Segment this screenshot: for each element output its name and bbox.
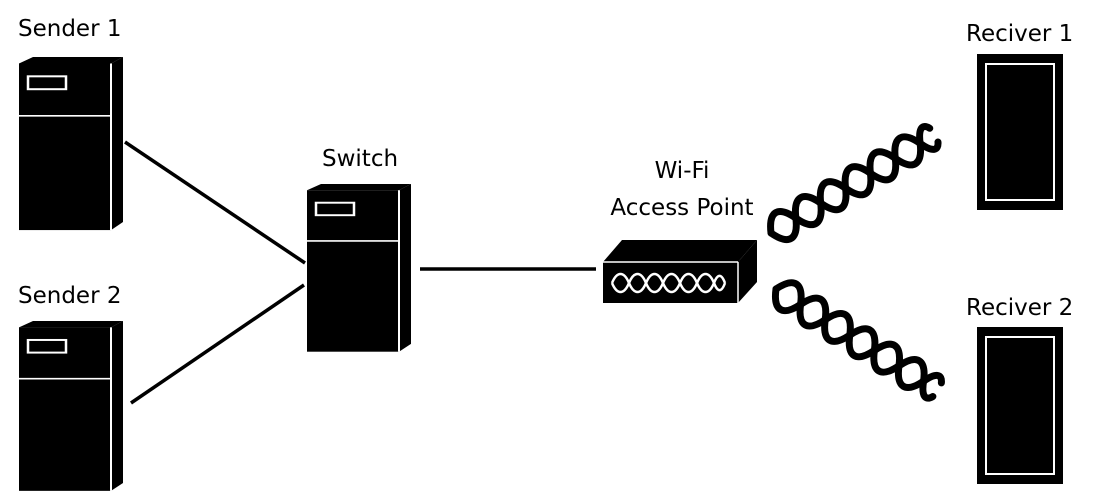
receiver1-device-icon[interactable]	[977, 54, 1063, 210]
sender2-label: Sender 2	[18, 283, 121, 309]
receiver1-label: Reciver 1	[966, 21, 1073, 47]
access-point-label-line2: Access Point	[610, 195, 753, 221]
access-point-label-line1: Wi-Fi	[655, 158, 710, 184]
wireless-signal-icon	[771, 279, 945, 402]
receiver2-label: Reciver 2	[966, 295, 1073, 321]
wireless-signal-icon	[767, 123, 942, 243]
receiver2-device-icon[interactable]	[977, 327, 1063, 484]
link-sender2-switch	[130, 283, 305, 405]
sender1-server-icon[interactable]	[17, 55, 125, 232]
sender1-label: Sender 1	[18, 16, 121, 42]
link-sender1-switch	[124, 140, 306, 265]
sender2-server-icon[interactable]	[17, 319, 125, 493]
switch-label: Switch	[322, 146, 398, 172]
wifi-access-point-icon[interactable]	[603, 240, 757, 303]
switch-server-icon[interactable]	[305, 182, 413, 353]
